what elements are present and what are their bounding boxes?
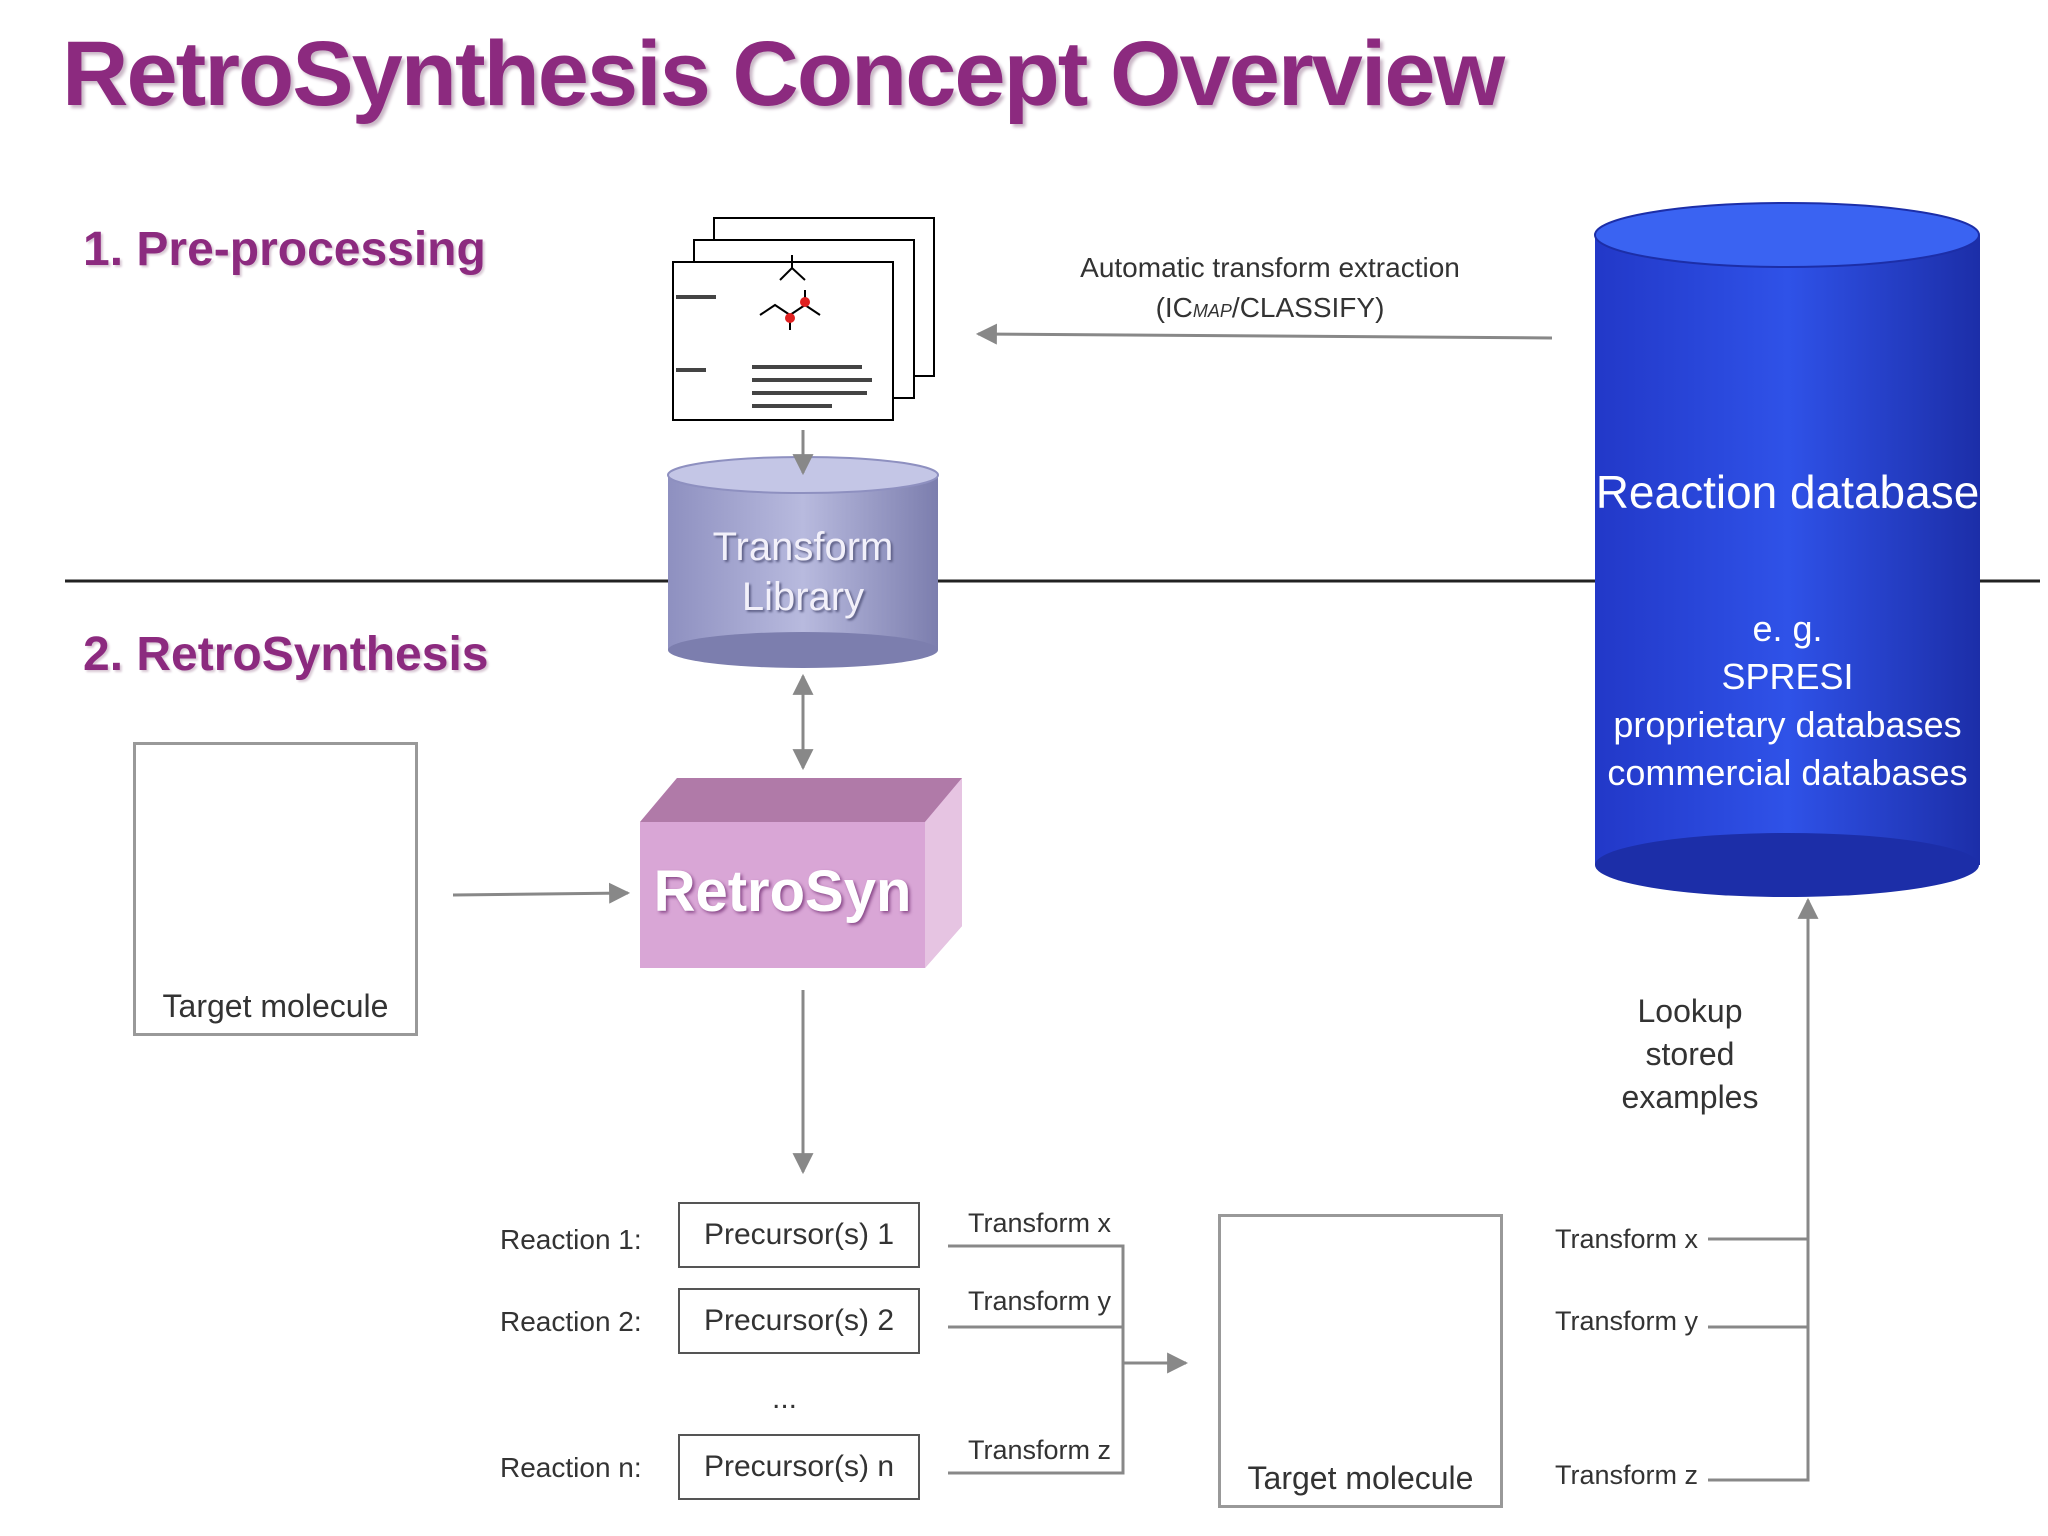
reaction-database-cylinder — [1594, 202, 1980, 897]
lookup-line: stored — [1645, 1036, 1735, 1072]
target-molecule-label: Target molecule — [162, 988, 389, 1024]
transform-library-line2: Library — [741, 575, 865, 619]
extraction-map: MAP — [1192, 301, 1232, 321]
transform-label-left: Transform x — [968, 1208, 1112, 1238]
section-preprocessing: 1. Pre-processing — [83, 223, 486, 276]
reaction-label: Reaction 1: — [500, 1224, 642, 1255]
precursor-box: Precursor(s) 2 — [678, 1288, 920, 1354]
extraction-ic: (IC — [1155, 292, 1193, 323]
lookup-label: Lookup stored examples — [1565, 990, 1815, 1119]
reaction-db-example: proprietary databases — [1613, 704, 1962, 745]
target-molecule-label-result: Target molecule — [1247, 1460, 1474, 1496]
target-molecule-box-result — [1218, 1214, 1503, 1508]
transform-sheets-stack — [672, 217, 935, 421]
extraction-classify: /CLASSIFY) — [1231, 292, 1385, 323]
extraction-line1: Automatic transform extraction — [1080, 252, 1460, 283]
transform-label-right: Transform y — [1555, 1306, 1699, 1336]
connector-left-transforms — [948, 1244, 1125, 1475]
transform-label-right: Transform z — [1555, 1460, 1699, 1490]
section-retrosynthesis: 2. RetroSynthesis — [83, 628, 489, 681]
lookup-line: Lookup — [1637, 993, 1743, 1029]
arrow-target-to-retrosyn — [452, 882, 631, 904]
retrosyn-box — [640, 778, 962, 968]
extraction-label: Automatic transform extraction (ICMAP/CL… — [1060, 248, 1480, 331]
reaction-label: Reaction 2: — [500, 1306, 642, 1337]
page-title: RetroSynthesis Concept Overview — [62, 23, 1505, 125]
connector-right-transforms — [1708, 1237, 1810, 1482]
transform-label-left: Transform y — [968, 1286, 1112, 1316]
transform-label-right: Transform x — [1555, 1224, 1699, 1254]
reaction-db-example: SPRESI — [1721, 656, 1854, 697]
precursor-box: Precursor(s) 1 — [678, 1202, 920, 1268]
reaction-db-title: Reaction database — [1595, 466, 1980, 518]
reaction-db-example: commercial databases — [1607, 752, 1968, 793]
ellipsis: ... — [772, 1382, 798, 1415]
transform-library-line1: Transform — [712, 525, 894, 569]
target-molecule-box — [133, 742, 418, 1036]
reaction-db-examples: e. g. SPRESI proprietary databases comme… — [1595, 605, 1980, 797]
precursor-box: Precursor(s) n — [678, 1434, 920, 1500]
reaction-label: Reaction n: — [500, 1452, 642, 1483]
arrow-db-to-sheets — [975, 323, 1553, 345]
retrosyn-label: RetroSyn — [653, 859, 912, 924]
extraction-line2: (ICMAP/CLASSIFY) — [1060, 288, 1480, 331]
transform-label-left: Transform z — [968, 1435, 1112, 1465]
transform-library-label: Transform Library — [668, 522, 938, 622]
lookup-line: examples — [1621, 1079, 1759, 1115]
reaction-db-eg: e. g. — [1752, 608, 1823, 649]
